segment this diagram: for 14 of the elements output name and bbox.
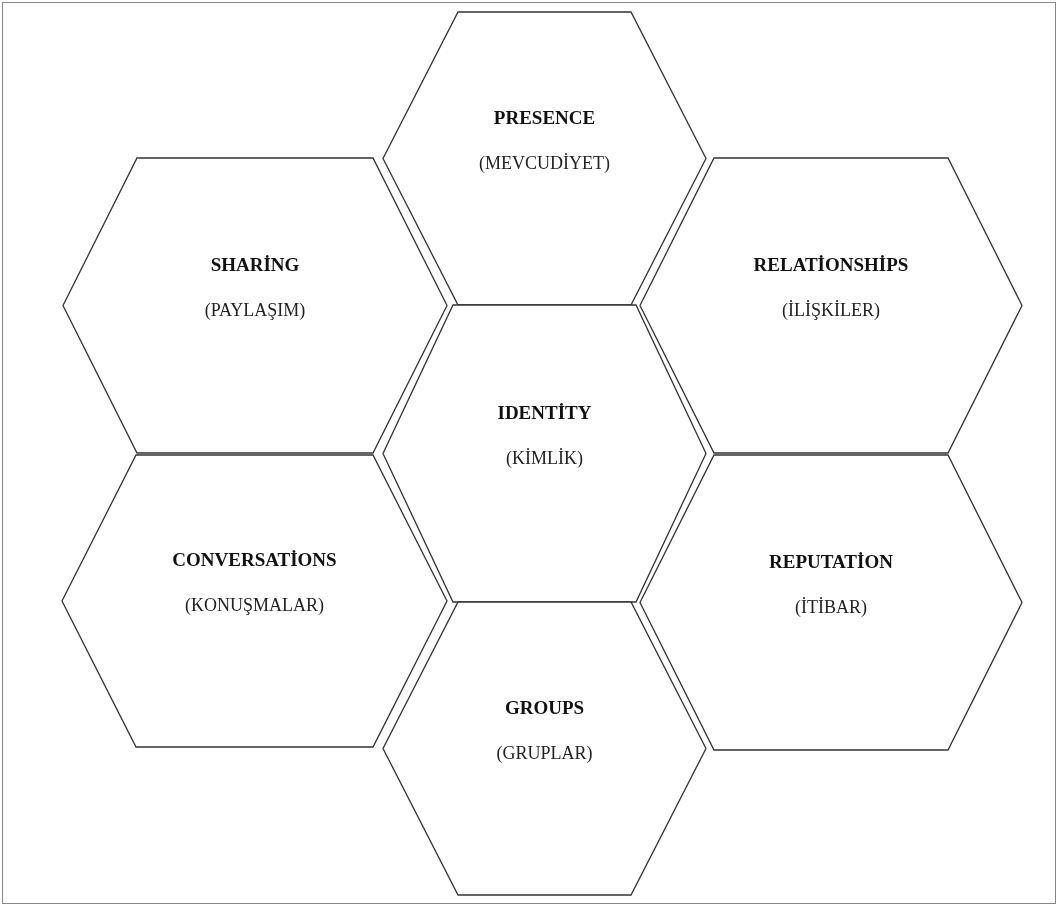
category-subtitle: (KONUŞMALAR) <box>185 595 324 616</box>
category-title: CONVERSATİONS <box>172 549 337 571</box>
category-title: SHARİNG <box>210 253 300 276</box>
category-subtitle: (MEVCUDİYET) <box>479 152 610 174</box>
category-subtitle: (KİMLİK) <box>506 447 583 469</box>
category-title: IDENTİTY <box>497 401 592 424</box>
category-subtitle: (İTİBAR) <box>795 596 867 618</box>
category-title: PRESENCE <box>493 106 596 129</box>
category-title: GROUPS <box>504 696 585 719</box>
category-subtitle: (GRUPLAR) <box>496 742 593 764</box>
category-title: RELATİONSHİPS <box>753 253 909 276</box>
category-title: REPUTATİON <box>769 550 893 573</box>
category-subtitle: (İLİŞKİLER) <box>782 299 880 321</box>
category-subtitle: (PAYLAŞIM) <box>204 299 306 321</box>
